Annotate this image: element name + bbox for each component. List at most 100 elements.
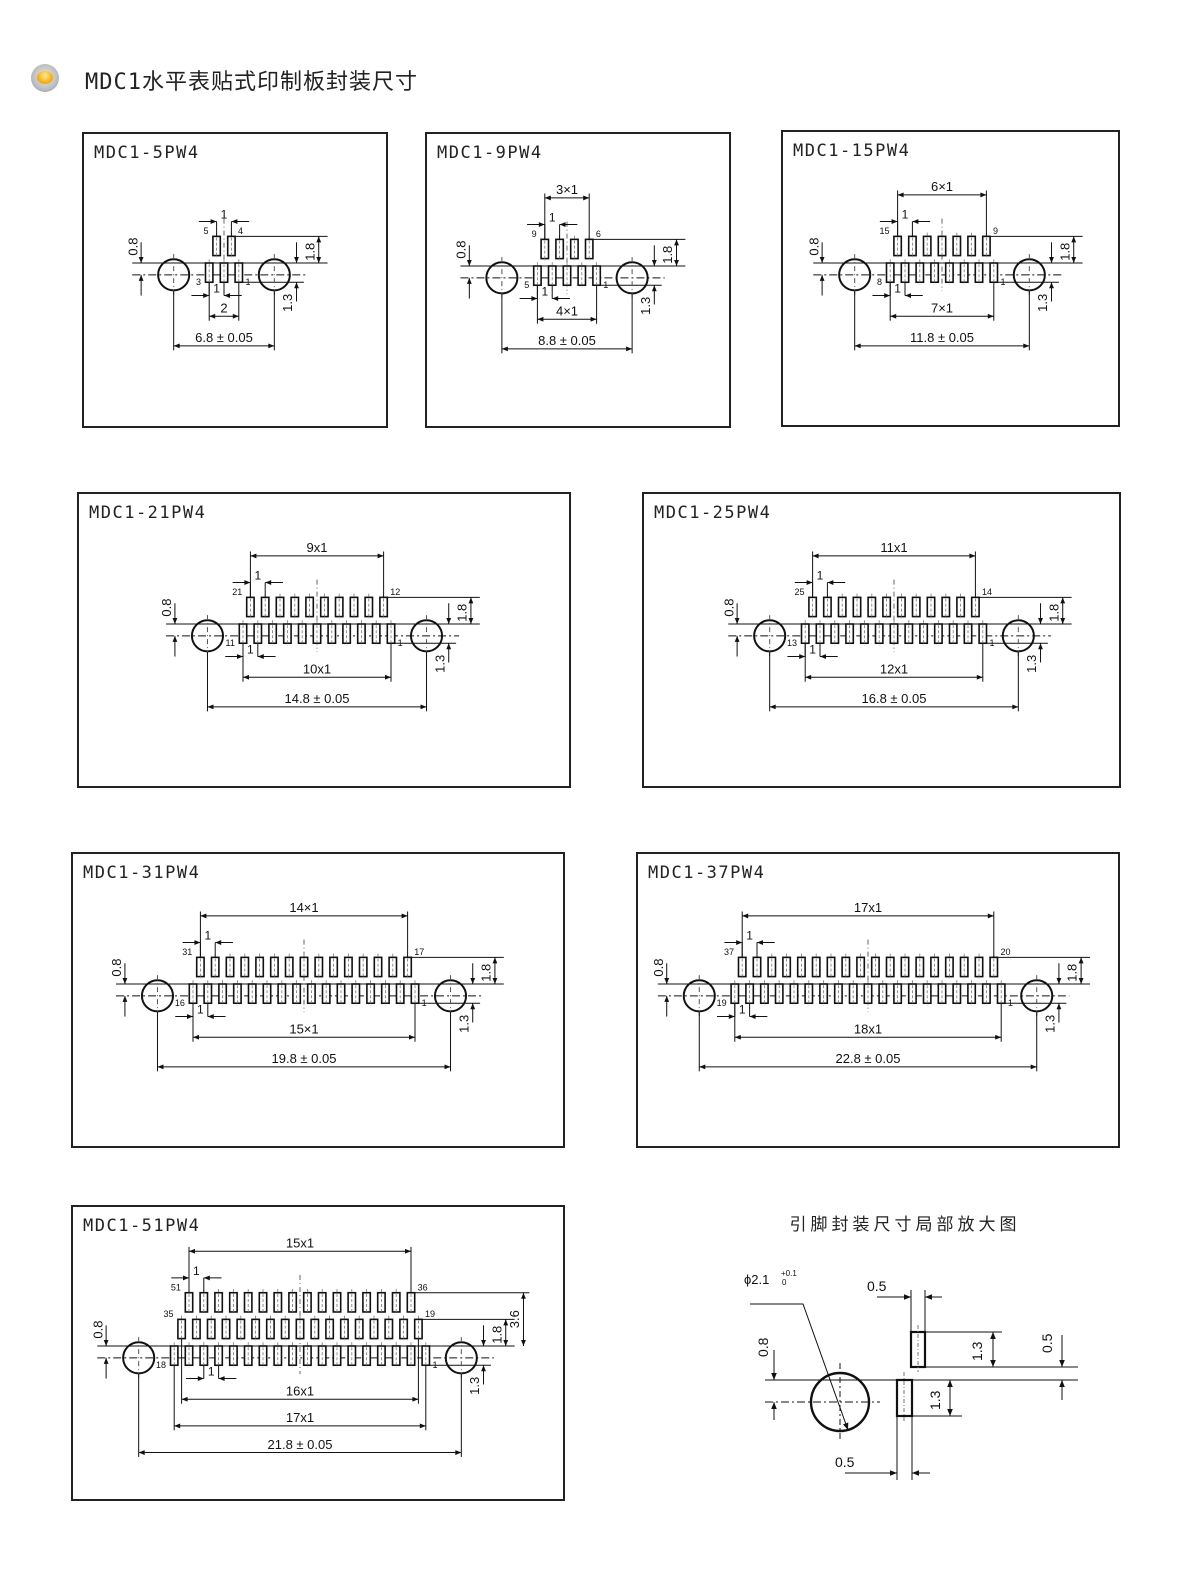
pin-number-label: 51 bbox=[171, 1283, 181, 1293]
pad-height-label: 1.3 bbox=[638, 297, 653, 315]
top-span-dimension-label: 17x1 bbox=[854, 900, 882, 915]
tolerance-upper: +0.1 bbox=[781, 1269, 797, 1278]
pin-number-label: 1 bbox=[422, 998, 427, 1008]
top-pitch-dimension-label: 1 bbox=[221, 208, 228, 222]
bottom-pitch-dimension-label: 1 bbox=[208, 1365, 215, 1379]
hole-offset-label: 0.8 bbox=[90, 1321, 105, 1339]
pin-number-label: 12 bbox=[390, 587, 400, 597]
bottom-pitch-dimension-label: 1 bbox=[739, 1003, 746, 1017]
pin-number-label: 15 bbox=[879, 226, 889, 236]
hole-offset-label: 0.8 bbox=[806, 238, 821, 256]
hole-diameter-label: ϕ2.1 bbox=[744, 1272, 769, 1287]
drawing-lines bbox=[97, 1246, 530, 1457]
bottom-span-dimension-label: 17x1 bbox=[286, 1410, 314, 1425]
row-pitch-label: 1.8 bbox=[454, 604, 469, 622]
top-pitch-dimension-label: 1 bbox=[549, 211, 556, 225]
drawing-lines bbox=[728, 551, 1072, 712]
bottom-span-dimension-label: 4×1 bbox=[556, 304, 578, 319]
pin-number-label: 13 bbox=[787, 638, 797, 648]
pad-height-label: 1.3 bbox=[432, 655, 447, 673]
pin-number-label: 37 bbox=[724, 947, 734, 957]
pad-lower bbox=[895, 1378, 914, 1418]
row-gap-label: 0.5 bbox=[1039, 1333, 1055, 1353]
pin-number-label: 5 bbox=[203, 226, 208, 236]
pin-number-label: 1 bbox=[603, 280, 608, 290]
pin-number-label: 1 bbox=[1008, 998, 1013, 1008]
pin-number-label: 35 bbox=[163, 1309, 173, 1319]
orange-bullet-icon bbox=[31, 64, 59, 92]
pin-number-label: 19 bbox=[717, 998, 727, 1008]
pin-number-label: 19 bbox=[425, 1309, 435, 1319]
pad-width-label: 0.5 bbox=[835, 1454, 855, 1470]
pin-number-label: 17 bbox=[414, 947, 424, 957]
drawing-lines bbox=[132, 218, 328, 351]
bottom-pitch-dimension-label: 1 bbox=[247, 643, 254, 657]
pin-number-label: 1 bbox=[989, 638, 994, 648]
pin-number-label: 1 bbox=[432, 1360, 437, 1370]
overall-dimension-label: 16.8 ± 0.05 bbox=[862, 691, 927, 706]
pad-height-label: 1.3 bbox=[467, 1377, 482, 1395]
pin-number-label: 6 bbox=[596, 229, 601, 239]
overall-dimension-label: 19.8 ± 0.05 bbox=[272, 1051, 337, 1066]
pin-number-label: 25 bbox=[794, 587, 804, 597]
bottom-pitch-dimension-label: 1 bbox=[197, 1003, 204, 1017]
panel-title: MDC1-51PW4 bbox=[83, 1216, 201, 1236]
drawing-lines bbox=[460, 193, 686, 354]
row-pitch-label: 1.8 bbox=[478, 964, 493, 982]
panel-title: MDC1-25PW4 bbox=[654, 503, 772, 523]
row-pitch-label: 1.8 bbox=[1046, 604, 1061, 622]
panel-title: MDC1-31PW4 bbox=[83, 863, 201, 883]
bottom-pitch-dimension-label: 1 bbox=[213, 282, 220, 296]
bottom-pitch-dimension-label: 1 bbox=[541, 285, 548, 299]
top-pitch-dimension-label: 1 bbox=[204, 929, 211, 943]
middle-span-dimension-label: 16x1 bbox=[286, 1384, 314, 1399]
overall-dimension-label: 21.8 ± 0.05 bbox=[268, 1437, 333, 1452]
top-span-dimension-label: 9x1 bbox=[307, 540, 328, 555]
mounting-hole bbox=[809, 1371, 871, 1433]
top-pitch-dimension-label: 1 bbox=[254, 569, 261, 583]
bottom-span-dimension-label: 18x1 bbox=[854, 1022, 882, 1037]
panel-title: MDC1-5PW4 bbox=[94, 143, 200, 163]
pin-number-label: 20 bbox=[1000, 947, 1010, 957]
panel-title: MDC1-9PW4 bbox=[437, 143, 543, 163]
top-pitch-dimension-label: 1 bbox=[902, 208, 909, 222]
top-span-dimension-label: 15x1 bbox=[286, 1236, 314, 1251]
pad-upper bbox=[909, 1330, 927, 1369]
row-pitch-label: 1.8 bbox=[1065, 964, 1080, 982]
top-span-dimension-label: 6×1 bbox=[931, 179, 953, 194]
pin-number-label: 8 bbox=[877, 277, 882, 287]
row-pitch-label: 1.8 bbox=[1057, 243, 1072, 261]
top-pitch-dimension-label: 1 bbox=[746, 929, 753, 943]
bottom-span-dimension-label: 2 bbox=[220, 301, 227, 316]
overall-dimension-label: 11.8 ± 0.05 bbox=[910, 330, 974, 345]
pad-height-label: 1.3 bbox=[1035, 294, 1050, 312]
pin-number-label: 9 bbox=[532, 229, 537, 239]
bottom-span-dimension-label: 12x1 bbox=[880, 662, 908, 677]
panel-title: MDC1-15PW4 bbox=[793, 141, 911, 161]
hole-offset-label: 0.8 bbox=[721, 599, 736, 617]
pad-height-label: 1.3 bbox=[1042, 1015, 1057, 1033]
pin-number-label: 31 bbox=[182, 947, 192, 957]
hole-offset-label: 0.8 bbox=[125, 238, 140, 256]
row-pitch-label: 1.8 bbox=[302, 243, 317, 261]
drawing-lines bbox=[166, 551, 480, 712]
tolerance-lower: 0 bbox=[782, 1278, 787, 1287]
diameter-leader bbox=[750, 1303, 849, 1431]
pad-height-label: 1.3 bbox=[280, 294, 295, 312]
pin-number-label: 21 bbox=[232, 587, 242, 597]
pin-number-label: 18 bbox=[156, 1360, 166, 1370]
pin-number-label: 1 bbox=[1000, 277, 1005, 287]
pin-number-label: 4 bbox=[238, 226, 243, 236]
panel-title: MDC1-37PW4 bbox=[648, 863, 766, 883]
row-pitch-label: 1.8 bbox=[660, 246, 675, 264]
pin-number-label: 14 bbox=[982, 587, 992, 597]
pad-height-label: 1.3 bbox=[927, 1390, 943, 1410]
